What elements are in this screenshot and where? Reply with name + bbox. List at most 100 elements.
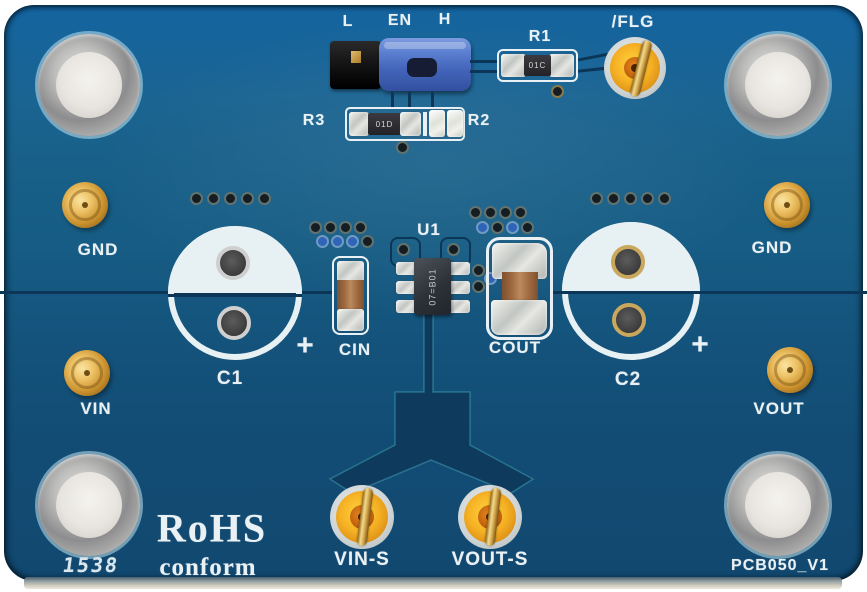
via [521, 221, 534, 234]
u1-lead [448, 300, 470, 313]
via [331, 235, 344, 248]
via [491, 221, 504, 234]
c2-plus-mark: + [691, 328, 709, 361]
trace [470, 70, 498, 73]
mounting-hole-bottom-right [727, 454, 829, 556]
via [590, 192, 603, 205]
via [484, 206, 497, 219]
via [346, 235, 359, 248]
label-vin: VIN [80, 399, 112, 418]
vout-turret [767, 347, 813, 393]
label-r1: R1 [528, 28, 552, 45]
c2-chord-line [562, 291, 700, 294]
label-jumper-enable: EN [387, 12, 413, 29]
r3-solder-right [400, 112, 421, 136]
u1-chip-marking: 07=B01 [427, 267, 438, 306]
copper-split-line-left [0, 291, 333, 294]
via [551, 85, 564, 98]
via [624, 192, 637, 205]
c1-pad-bottom [217, 306, 251, 340]
via [190, 192, 203, 205]
r1-marking: 01C [528, 61, 547, 70]
rohs-conform-mark: conform [159, 554, 257, 581]
label-gnd-right: GND [751, 238, 793, 257]
label-vin-s: VIN-S [334, 549, 390, 570]
label-cout: COUT [488, 338, 542, 357]
label-jumper-high: H [438, 11, 452, 28]
u1-chip-body: 07=B01 [414, 258, 451, 315]
r2-pad-right [447, 110, 463, 137]
pad-divider [423, 112, 427, 136]
label-flg: /FLG [611, 12, 655, 31]
u1-lead [448, 281, 470, 294]
date-code: 1538 [61, 553, 121, 577]
r1-outline [497, 49, 578, 82]
u1-lead [396, 300, 418, 313]
cin-pad-bottom [337, 309, 364, 331]
jumper-shunt-highlight [384, 42, 466, 49]
mounting-hole-top-right [727, 34, 829, 136]
via [514, 206, 527, 219]
r3-resistor-body: 01D [368, 113, 401, 135]
label-gnd-left: GND [77, 240, 119, 259]
c2-pad-bottom [612, 303, 646, 337]
c1-chord-line [168, 294, 302, 297]
label-c2: C2 [614, 369, 642, 390]
label-vout: VOUT [753, 399, 805, 418]
u1-lead [396, 262, 418, 275]
cout-outline [486, 237, 553, 340]
cout-capacitor-body [502, 272, 538, 303]
c1-plus-mark: + [296, 329, 314, 362]
label-vout-s: VOUT-S [451, 549, 529, 570]
via [258, 192, 271, 205]
vin-turret [64, 350, 110, 396]
r2-pad-left [429, 110, 445, 137]
rohs-mark: RoHS [156, 505, 268, 551]
gnd-left-turret [62, 182, 108, 228]
via [354, 221, 367, 234]
r1-resistor-body: 01C [524, 55, 551, 76]
via [397, 243, 410, 256]
copper-split-line-right [551, 291, 867, 294]
board-bottom-bevel [24, 577, 842, 589]
via [641, 192, 654, 205]
cin-outline [332, 256, 369, 335]
cin-capacitor-body [337, 280, 364, 311]
via [607, 192, 620, 205]
via [241, 192, 254, 205]
cin-pad-top [337, 261, 364, 282]
via [476, 221, 489, 234]
u1-lead [396, 281, 418, 294]
via [506, 221, 519, 234]
via [658, 192, 671, 205]
trace [391, 92, 394, 107]
jumper-shunt-slot [407, 58, 437, 77]
label-r2: R2 [467, 112, 491, 129]
via [309, 221, 322, 234]
via [447, 243, 460, 256]
r1-solder-right [549, 54, 574, 77]
r1-solder-left [501, 54, 526, 77]
via [499, 206, 512, 219]
via [472, 280, 485, 293]
label-jumper-low: L [342, 13, 354, 30]
jumper-header-pin [351, 51, 361, 63]
via [324, 221, 337, 234]
via [361, 235, 374, 248]
board-id: PCB050_V1 [731, 557, 829, 574]
r3-solder-left [349, 112, 369, 136]
trace [470, 60, 498, 63]
via [396, 141, 409, 154]
via [316, 235, 329, 248]
via [207, 192, 220, 205]
trace [408, 92, 411, 107]
r3-r2-outline [345, 107, 465, 141]
jumper-header-black [330, 41, 381, 89]
r3-marking: 01D [375, 119, 394, 129]
via [469, 206, 482, 219]
label-u1: U1 [417, 220, 441, 239]
label-r3: R3 [302, 112, 326, 129]
c2-footprint [562, 222, 700, 360]
